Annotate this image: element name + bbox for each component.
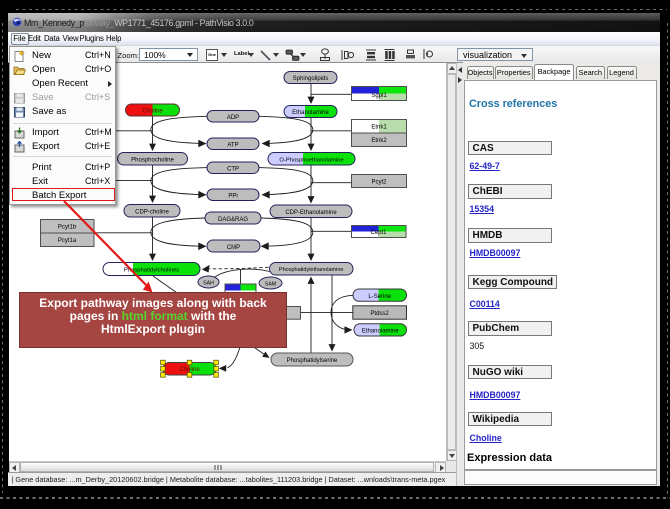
svg-text:Phosphatidylcholines: Phosphatidylcholines — [124, 268, 179, 274]
svg-text:Etnk2: Etnk2 — [371, 138, 387, 144]
svg-text:Etnk1: Etnk1 — [371, 125, 387, 131]
svg-text:CDP-Ethanolamine: CDP-Ethanolamine — [285, 210, 337, 216]
svg-text:Sphingolipids: Sphingolipids — [293, 76, 329, 82]
svg-text:PPi: PPi — [228, 194, 237, 200]
svg-text:Phosphatidylserine: Phosphatidylserine — [287, 358, 338, 364]
svg-text:CTP: CTP — [227, 167, 239, 173]
svg-text:Ethanolamine: Ethanolamine — [292, 110, 329, 116]
svg-text:O-Phosphoethanolamine: O-Phosphoethanolamine — [279, 157, 343, 163]
svg-text:L-Serine: L-Serine — [368, 294, 391, 300]
svg-text:SAM: SAM — [265, 281, 276, 287]
svg-text:Ptdss2: Ptdss2 — [370, 311, 389, 317]
svg-text:Cept1: Cept1 — [370, 230, 387, 236]
svg-text:Phosphatidylethanolamine: Phosphatidylethanolamine — [279, 267, 344, 273]
svg-text:ADP: ADP — [227, 115, 239, 121]
svg-text:Pcyt1a: Pcyt1a — [58, 238, 77, 244]
svg-text:ATP: ATP — [227, 143, 238, 149]
svg-text:CMP: CMP — [227, 245, 240, 251]
svg-text:Sgpl1: Sgpl1 — [371, 93, 387, 99]
svg-text:DAG&RAG: DAG&RAG — [218, 217, 248, 223]
svg-text:Ethanolamine: Ethanolamine — [362, 328, 399, 334]
svg-text:CDP-choline: CDP-choline — [135, 209, 169, 215]
svg-text:Pcyt2: Pcyt2 — [371, 179, 387, 185]
svg-text:SAH: SAH — [203, 280, 214, 286]
svg-text:Choline: Choline — [179, 367, 200, 373]
svg-text:Phosphocholine: Phosphocholine — [131, 157, 174, 163]
svg-text:Choline: Choline — [142, 109, 163, 115]
svg-text:Pcyt1b: Pcyt1b — [58, 225, 77, 231]
